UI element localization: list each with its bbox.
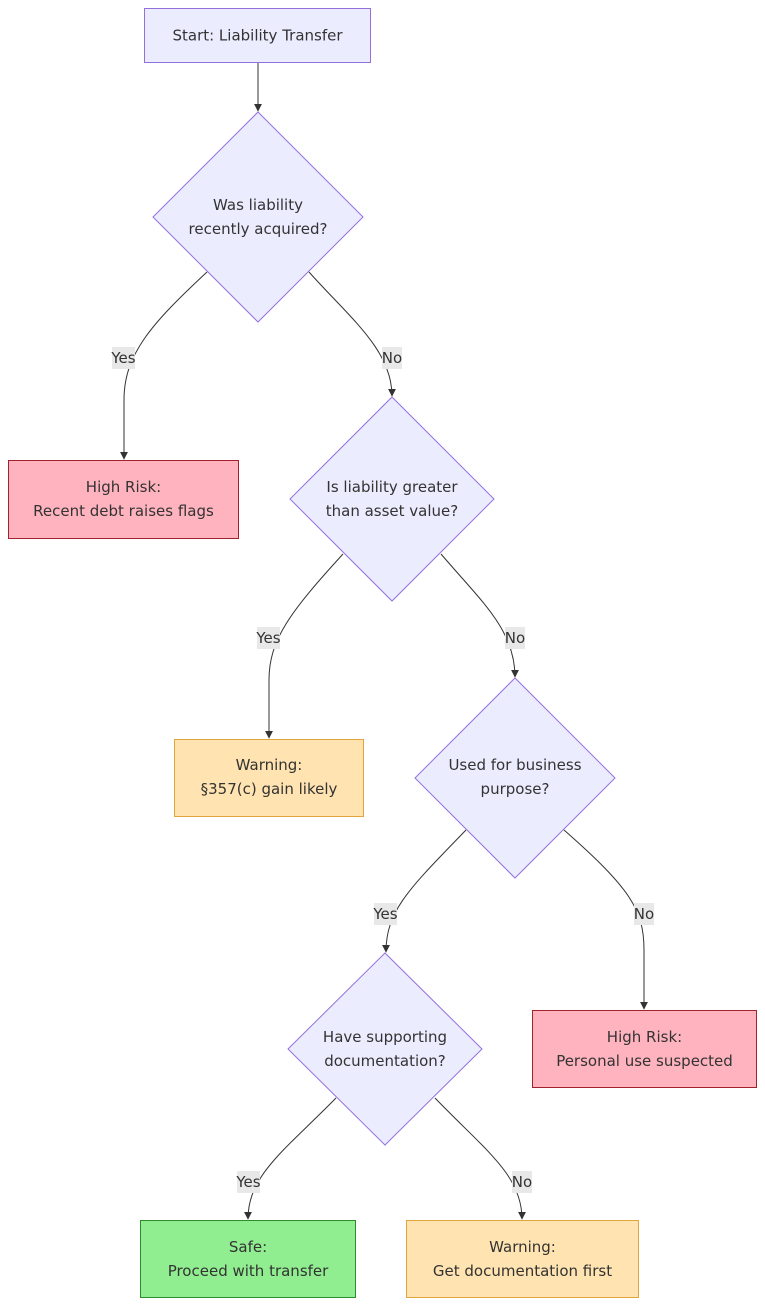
outcome-warning-get-documentation-line1: Warning: (489, 1238, 556, 1256)
outcome-high-risk-recent-debt-line2: Recent debt raises flags (33, 502, 214, 520)
svg-text:No: No (382, 349, 402, 367)
edge-label-recent-yes: Yes (110, 347, 136, 369)
outcome-safe-proceed: Safe: Proceed with transfer (140, 1220, 356, 1298)
outcome-warning-get-documentation: Warning: Get documentation first (406, 1220, 639, 1298)
svg-text:No: No (634, 905, 654, 923)
decision-recently-acquired-line2: recently acquired? (189, 220, 328, 238)
decision-recently-acquired: Was liability recently acquired? (152, 111, 364, 323)
outcome-high-risk-personal-use-line2: Personal use suspected (556, 1052, 733, 1070)
decision-supporting-documentation: Have supporting documentation? (287, 952, 483, 1146)
svg-text:Yes: Yes (110, 349, 135, 367)
decision-recently-acquired-line1: Was liability (213, 196, 303, 214)
decision-business-purpose: Used for business purpose? (414, 677, 616, 879)
outcome-warning-357c: Warning: §357(c) gain likely (174, 739, 364, 817)
outcome-safe-proceed-line1: Safe: (229, 1238, 267, 1256)
decision-liability-greater: Is liability greater than asset value? (289, 396, 495, 602)
outcome-high-risk-personal-use: High Risk: Personal use suspected (532, 1010, 757, 1088)
edge-label-recent-no: No (382, 347, 402, 369)
node-start-label: Start: Liability Transfer (172, 27, 343, 45)
edge-label-docs-yes: Yes (235, 1171, 261, 1193)
outcome-warning-357c-line1: Warning: (236, 756, 303, 774)
outcome-high-risk-recent-debt: High Risk: Recent debt raises flags (8, 460, 239, 539)
edge-recent-yes (120, 271, 208, 460)
edge-docs-yes (244, 1097, 337, 1220)
edge-label-greater-no: No (505, 627, 525, 649)
svg-text:Yes: Yes (372, 905, 397, 923)
outcome-high-risk-personal-use-line1: High Risk: (607, 1028, 682, 1046)
edge-label-docs-no: No (512, 1171, 532, 1193)
decision-supporting-documentation-line2: documentation? (324, 1052, 446, 1070)
edge-label-greater-yes: Yes (255, 627, 281, 649)
edge-label-business-no: No (634, 903, 654, 925)
svg-text:No: No (512, 1173, 532, 1191)
edge-business-no (563, 829, 648, 1010)
decision-business-purpose-line2: purpose? (481, 780, 550, 798)
decision-liability-greater-line2: than asset value? (326, 502, 459, 520)
edge-business-yes (382, 829, 467, 953)
decision-supporting-documentation-line1: Have supporting (323, 1028, 447, 1046)
decision-business-purpose-line1: Used for business (448, 756, 581, 774)
outcome-warning-get-documentation-line2: Get documentation first (433, 1262, 612, 1280)
edge-greater-yes (265, 553, 344, 739)
edge-labels: Yes No Yes No Yes No Yes No (110, 347, 654, 1193)
svg-text:Yes: Yes (255, 629, 280, 647)
edge-recent-no (308, 271, 396, 397)
node-start: Start: Liability Transfer (144, 8, 371, 63)
edges (120, 62, 648, 1220)
outcome-warning-357c-line2: §357(c) gain likely (201, 780, 338, 798)
decision-liability-greater-line1: Is liability greater (326, 478, 458, 496)
svg-text:Yes: Yes (235, 1173, 260, 1191)
outcome-safe-proceed-line2: Proceed with transfer (168, 1262, 329, 1280)
edge-label-business-yes: Yes (372, 903, 398, 925)
outcome-high-risk-recent-debt-line1: High Risk: (86, 478, 161, 496)
edge-greater-no (440, 553, 519, 678)
svg-text:No: No (505, 629, 525, 647)
edge-docs-no (434, 1097, 526, 1220)
